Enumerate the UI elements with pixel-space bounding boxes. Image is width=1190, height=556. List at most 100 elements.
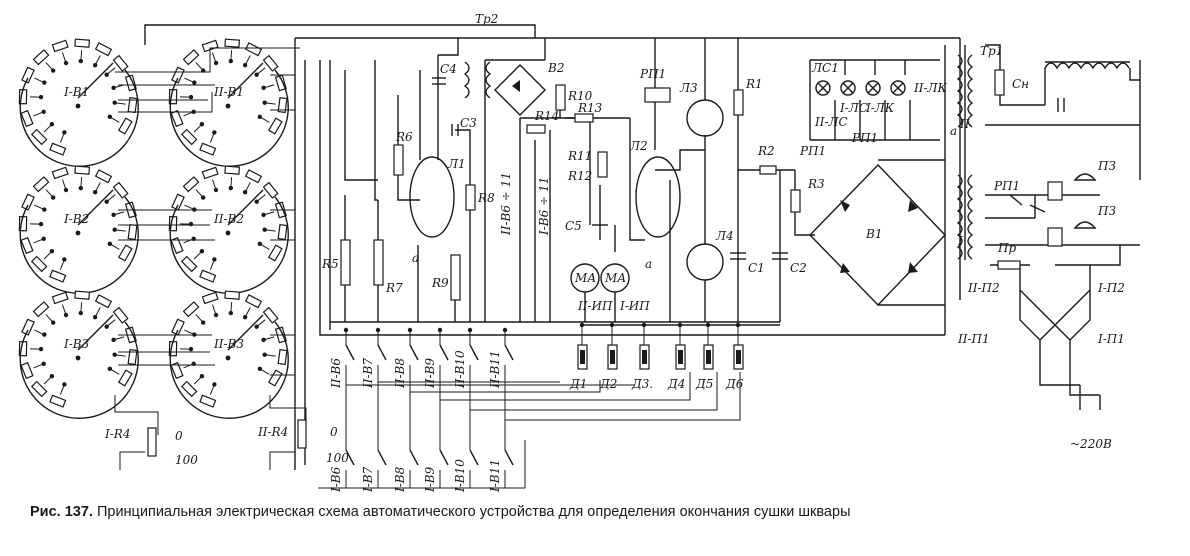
switch-resistor [21, 193, 35, 211]
switch-resistor [51, 166, 69, 180]
label-ii-lk: II-ЛК [913, 81, 948, 95]
switch-resistor [224, 38, 241, 48]
switch-resistor [51, 291, 69, 305]
label-rp1-coil: РП1 [639, 67, 666, 81]
switch-label: II-В3 [213, 337, 244, 351]
switch-resistor [244, 42, 263, 57]
switch-resistor [182, 49, 200, 66]
switch-contact [188, 94, 194, 100]
rotary-switch: I-В3 [18, 290, 139, 419]
switch-resistor [170, 361, 184, 380]
switch-contact [199, 249, 205, 254]
switch-contact [213, 60, 219, 66]
switch-contact [42, 207, 47, 212]
switch-resistor [199, 394, 217, 408]
diode-bridge-b2 [494, 64, 546, 116]
label-i-p2: I-П2 [1097, 281, 1125, 295]
switch-resistor [199, 142, 217, 156]
transformer-tr2 [463, 61, 492, 99]
switch-resistor [94, 294, 113, 309]
selector-top-label: II-В7 [361, 358, 375, 389]
rotary-switch: I-В1 [18, 38, 139, 167]
sensor: Д1 [569, 322, 588, 391]
switch-resistor [180, 128, 198, 146]
switch-resistor [20, 236, 34, 255]
switch-resistor [74, 165, 91, 175]
switch-contact [38, 94, 44, 100]
switch-contact [111, 212, 116, 218]
label-l4: Л4 [715, 229, 734, 243]
switch-resistor [171, 193, 185, 211]
switch-contact [257, 114, 263, 120]
switch-contact [213, 312, 219, 318]
switch-contact [257, 366, 263, 372]
switch-label: II-В1 [213, 85, 244, 99]
switch-contact [200, 320, 206, 325]
switch-contact [38, 346, 44, 352]
switch-resistor [267, 117, 283, 135]
selector-bottom-label: I-В9 [423, 466, 437, 493]
tubes [409, 87, 724, 293]
switch-resistor [201, 291, 219, 305]
figure-number: Рис. 137. [30, 504, 93, 520]
selector-top: II-В6 [329, 327, 355, 392]
selector-top: II-В7 [361, 327, 387, 392]
label-ii-b6-11: II-В6 ÷ 11 [499, 172, 513, 236]
switch-contact [112, 352, 117, 357]
switch-contact [78, 310, 84, 316]
label-r5: R5 [321, 257, 339, 271]
label-l2: Л2 [629, 139, 648, 153]
sensor: Д2 [599, 322, 618, 391]
label-r7: R7 [385, 281, 403, 295]
switch-contact [199, 122, 205, 127]
label-r10: R10 [567, 89, 593, 103]
switch-arm [227, 62, 264, 99]
selector-top: II-В9 [423, 327, 449, 392]
switch-resistor [30, 255, 48, 273]
switch-contact [104, 324, 109, 329]
switch-resistor [112, 306, 129, 324]
switch-contact [49, 374, 55, 379]
switch-contact [262, 352, 267, 357]
switch-contact [107, 114, 113, 120]
label-r1: R1 [745, 77, 763, 91]
switch-resistor [201, 39, 219, 53]
label-ma2: МА [604, 271, 626, 285]
switch-resistor [117, 117, 133, 135]
label-ii-p2: II-П2 [967, 281, 1000, 295]
label-ii-p1: II-П1 [957, 332, 990, 346]
switch-contact [188, 221, 194, 227]
label-a3: а [950, 124, 957, 138]
switch-contact [242, 63, 248, 68]
selector-top: II-В8 [393, 327, 419, 392]
signal-lamps [815, 80, 906, 96]
switch-contact [78, 58, 84, 64]
switch-contact [200, 195, 206, 200]
label-r13: R13 [577, 101, 603, 115]
switch-contact [92, 190, 98, 195]
switch-contact [38, 221, 44, 227]
switch-contact [188, 346, 194, 352]
label-c2: С2 [790, 261, 807, 275]
label-r9: R9 [431, 276, 449, 290]
label-r4-left: I-R4 [104, 427, 130, 441]
selector-top-label: II-В9 [423, 358, 437, 389]
label-l1: Л1 [447, 157, 466, 171]
label-c3: С3 [460, 116, 477, 130]
switch-contact [49, 249, 55, 254]
switch-resistor [199, 269, 217, 283]
switch-contact [212, 257, 217, 262]
label-i-lk: I-ЛК [865, 101, 895, 115]
switch-contact [63, 312, 69, 318]
switch-resistor [49, 142, 67, 156]
sensor-label: Д1 [569, 377, 587, 391]
switch-resistor [170, 236, 184, 255]
switch-contact [192, 80, 197, 85]
switch-resistor [30, 380, 48, 398]
switch-contact [62, 130, 67, 135]
label-tr1: Тр1 [980, 44, 1003, 58]
switch-resistor [94, 42, 113, 57]
switch-resistor [244, 294, 263, 309]
